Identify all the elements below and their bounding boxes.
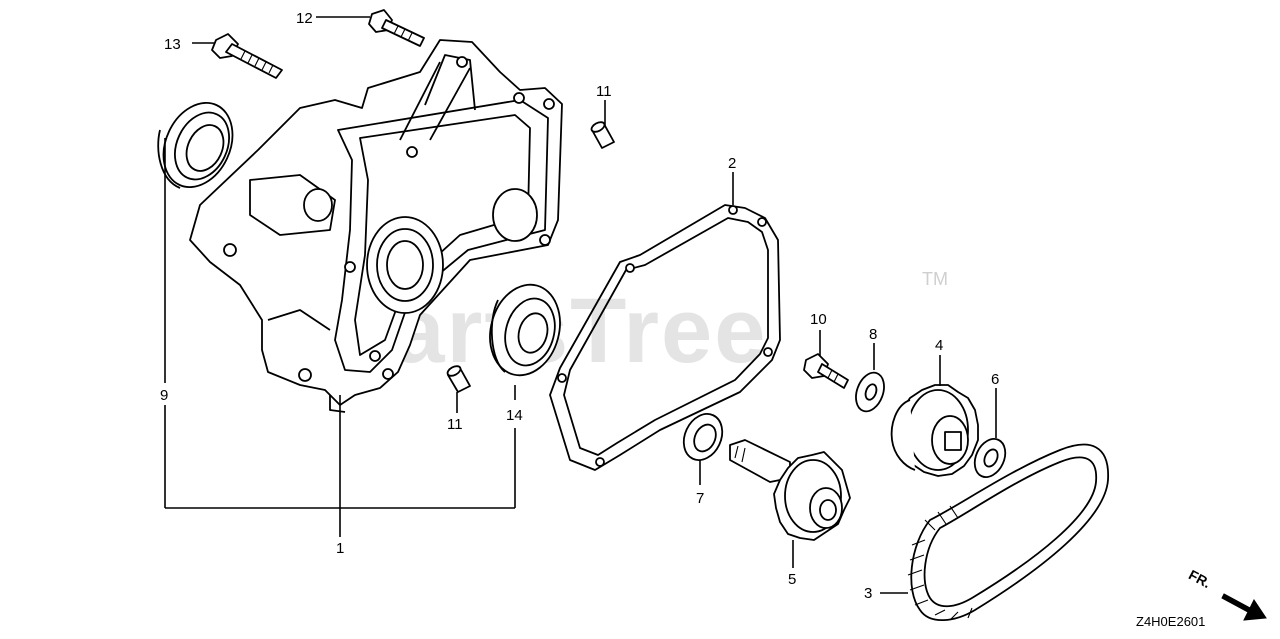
callout-10: 10	[810, 311, 827, 328]
leader-lines	[164, 16, 997, 594]
washer-7-part	[682, 413, 724, 461]
front-direction-marker: FR.	[1186, 566, 1267, 621]
callout-5: 5	[788, 571, 796, 588]
callout-13: 13	[164, 36, 181, 53]
gasket-part	[549, 204, 781, 471]
chain-part	[907, 443, 1109, 622]
callout-6: 6	[991, 371, 999, 388]
callout-4: 4	[935, 337, 943, 354]
callout-9: 9	[160, 387, 168, 404]
callout-11-lower: 11	[447, 416, 463, 433]
callout-7: 7	[696, 490, 704, 507]
washer-8-part	[855, 371, 885, 413]
callout-11-upper: 11	[596, 83, 612, 100]
washer-6-part	[973, 438, 1007, 478]
bearing-part	[489, 283, 561, 377]
callout-14: 14	[506, 407, 523, 424]
bolt-10-part	[803, 353, 849, 389]
drive-sprocket-part	[729, 439, 851, 541]
oil-seal-part	[157, 101, 234, 189]
callout-labels: 1 2 3 4 5 6 7 8 9 10 11 11 12 13 14	[160, 10, 999, 602]
case-cover-part	[189, 39, 563, 413]
bolt-12-part	[368, 9, 425, 47]
callout-8: 8	[869, 326, 877, 343]
callout-2: 2	[728, 155, 736, 172]
callout-12: 12	[296, 10, 313, 27]
callout-3: 3	[864, 585, 872, 602]
direction-text: FR.	[1186, 566, 1213, 591]
dowel-pin-upper-part	[590, 121, 615, 149]
diagram-code: Z4H0E2601	[1136, 614, 1205, 629]
callout-1: 1	[336, 540, 344, 557]
bolt-13-part	[211, 33, 283, 79]
watermark-trademark: TM	[922, 269, 948, 289]
direction-arrow-icon	[1221, 593, 1267, 621]
driven-sprocket-part	[890, 384, 979, 477]
dowel-pin-lower-part	[446, 365, 471, 393]
